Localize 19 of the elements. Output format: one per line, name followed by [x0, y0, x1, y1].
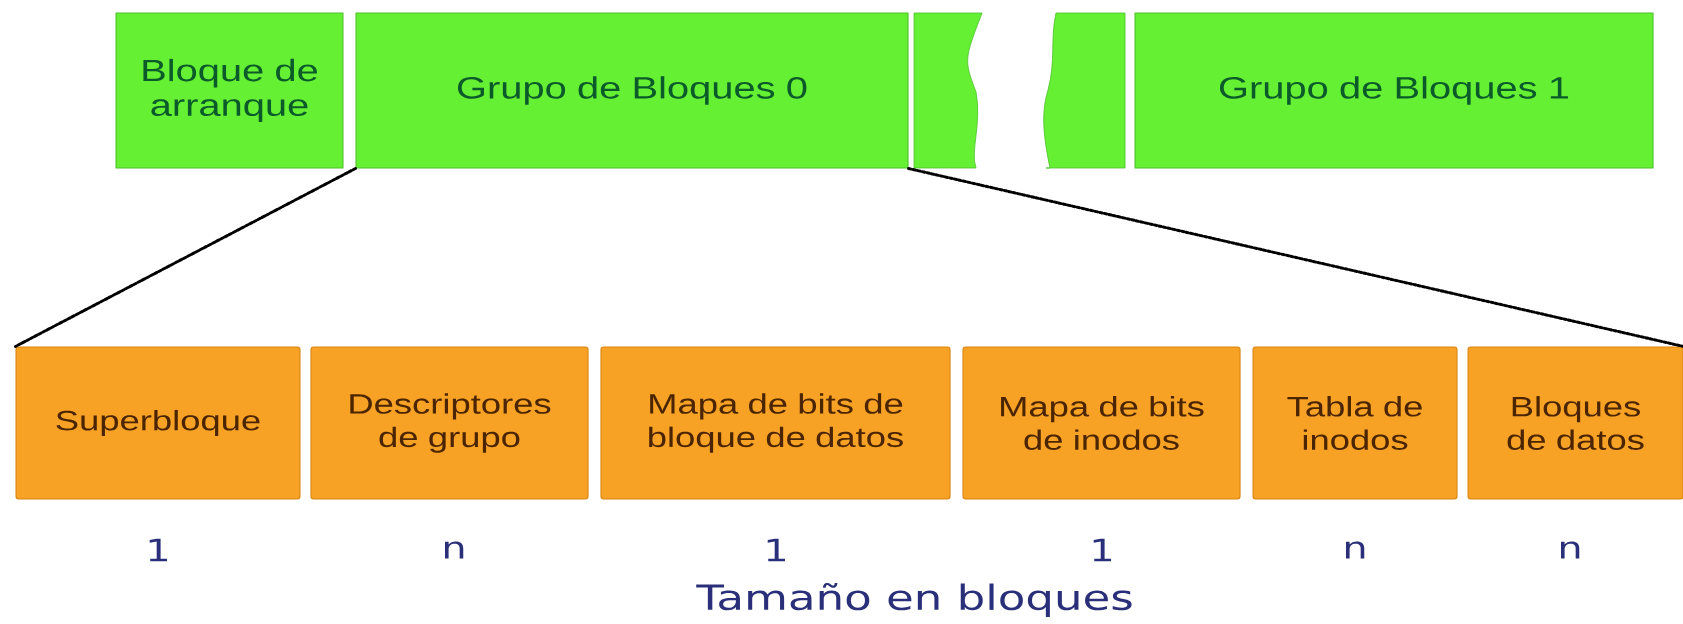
size-value: 1 — [149, 538, 167, 562]
block-field-box: Mapa de bits de bloque de datos — [600, 346, 951, 500]
block-group-box: Bloque de arranque — [115, 12, 344, 169]
size-value: n — [1561, 541, 1580, 559]
axis-caption: Tamaño en bloques — [696, 582, 1132, 618]
block-field-box: Descriptores de grupo — [310, 346, 589, 500]
size-value: 1 — [1093, 538, 1111, 562]
size-value: n — [1346, 541, 1365, 559]
block-field-box: Mapa de bits de inodos — [962, 346, 1241, 500]
block-field-box: Tabla de inodos — [1252, 346, 1458, 500]
broken-block-box — [1043, 12, 1126, 169]
dotted-connector — [14, 167, 357, 348]
size-value: 1 — [767, 538, 785, 562]
block-field-box: Superbloque — [15, 346, 301, 500]
block-group-box: Grupo de Bloques 1 — [1134, 12, 1654, 169]
block-field-box: Bloques de datos — [1467, 346, 1683, 500]
block-group-box: Grupo de Bloques 0 — [355, 12, 909, 169]
broken-block-box — [913, 12, 983, 169]
size-value: n — [445, 541, 464, 559]
